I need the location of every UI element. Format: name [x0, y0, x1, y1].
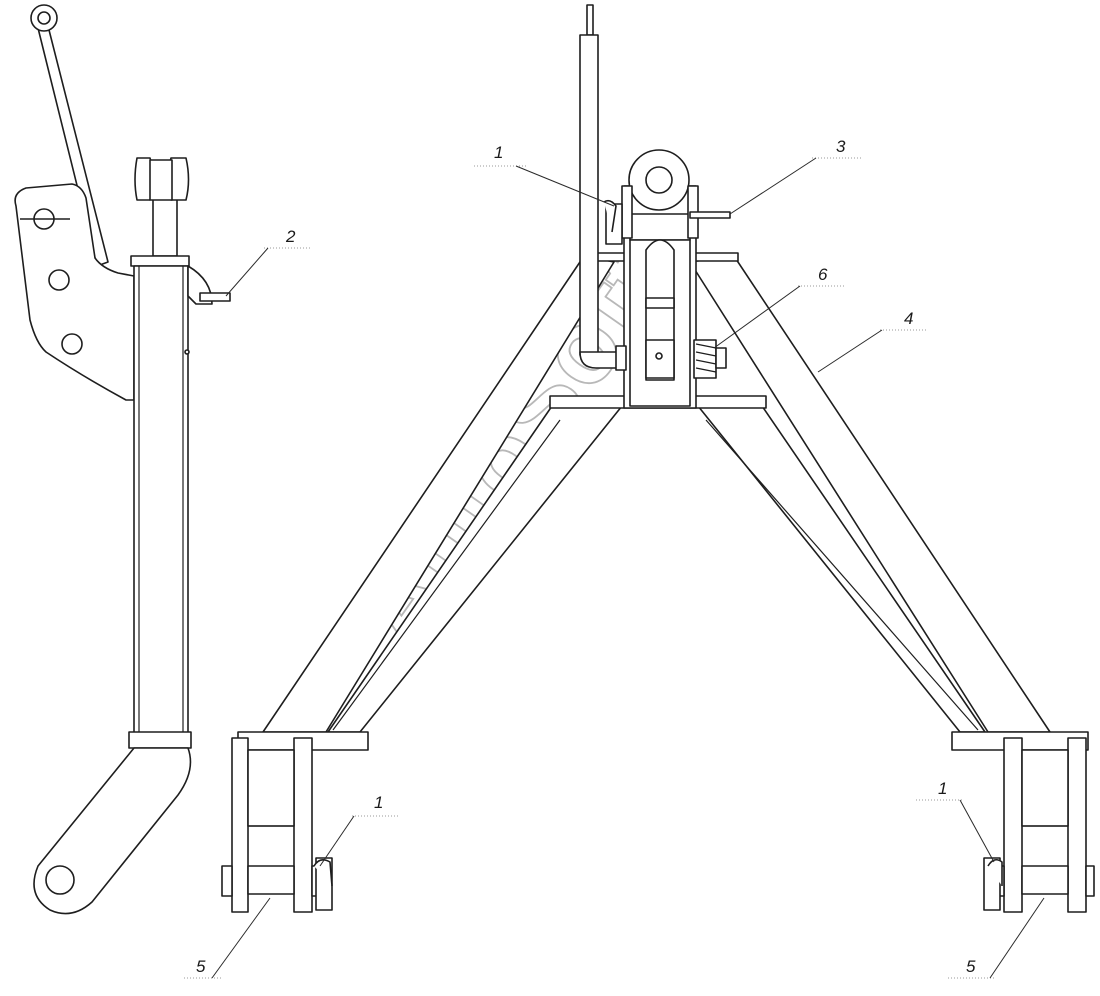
side-bottom-arm [33, 747, 192, 915]
callout-label-5-left: 5 [196, 957, 206, 976]
side-latch [187, 265, 231, 305]
central-mast [603, 149, 731, 409]
bracket-left [221, 731, 369, 913]
callout-label-5-right: 5 [966, 957, 976, 976]
front-view [221, 4, 1095, 913]
callout-label-1-right: 1 [938, 779, 947, 798]
side-bottom-hole [45, 865, 75, 895]
front-lever-rod [579, 4, 621, 369]
bracket-right [951, 731, 1095, 913]
side-plate [14, 183, 135, 401]
side-roller [134, 157, 190, 257]
side-collar [130, 255, 190, 267]
callouts: 1 2 3 4 6 1 1 5 5 [184, 137, 1045, 979]
callout-label-2: 2 [285, 227, 296, 246]
side-view [14, 4, 231, 915]
callout-label-3: 3 [836, 137, 846, 156]
callout-label-1-left: 1 [374, 793, 383, 812]
callout-label-1-top: 1 [494, 143, 503, 162]
frame-leg-left [262, 255, 615, 733]
callout-label-4: 4 [904, 309, 913, 328]
side-bottom-collar [128, 731, 192, 749]
side-lever [30, 4, 109, 267]
callout-label-6: 6 [818, 265, 828, 284]
side-main-tube [133, 265, 189, 737]
frame-leg-right [689, 255, 1051, 733]
